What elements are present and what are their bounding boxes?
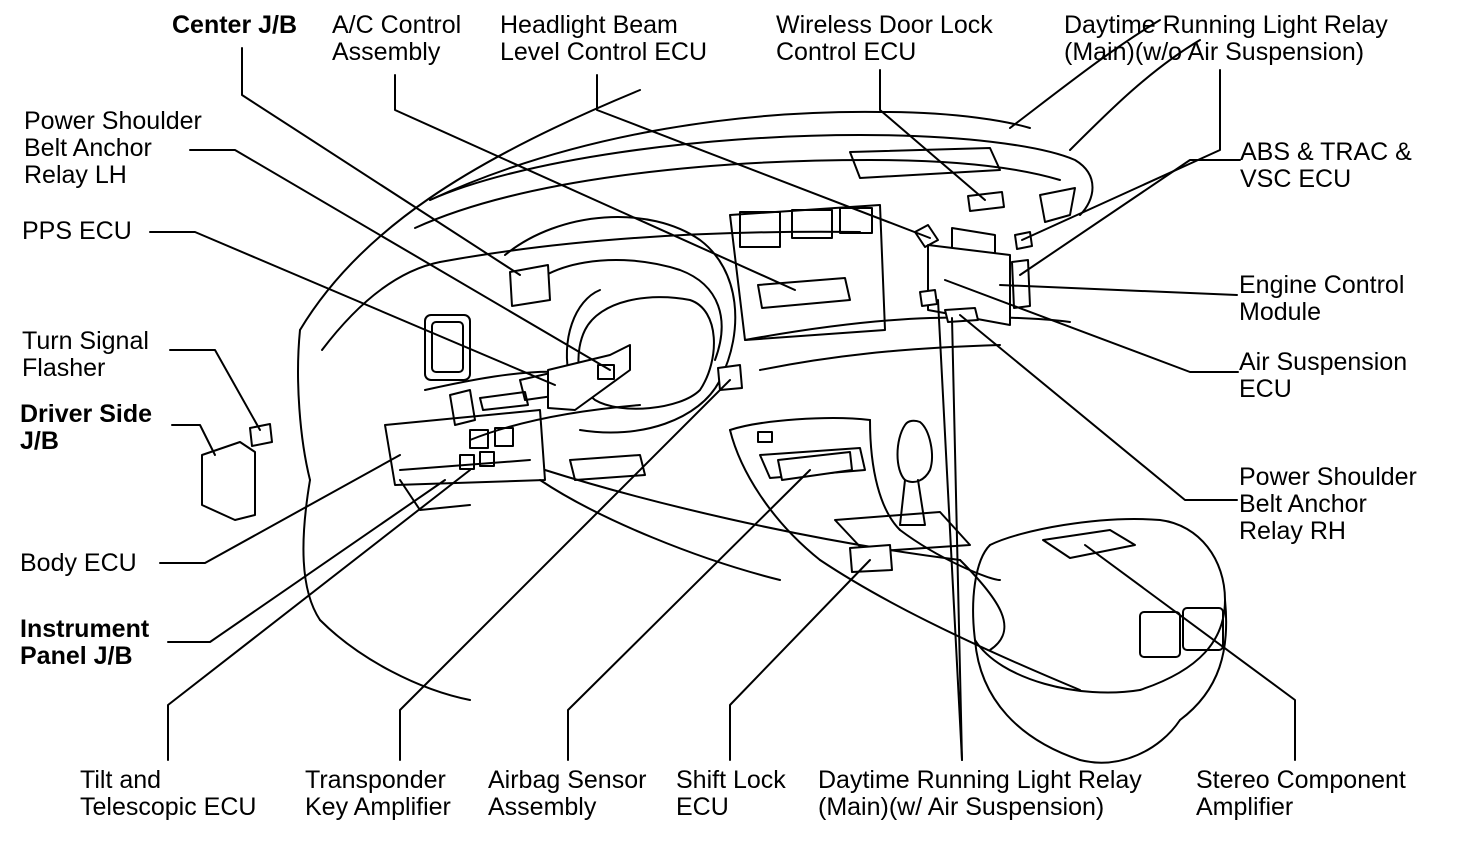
label-line: Flasher xyxy=(22,354,106,382)
label-ac-control-assembly: A/C Control Assembly xyxy=(332,12,461,66)
label-line: Air Suspension xyxy=(1239,348,1408,376)
label-line: PPS ECU xyxy=(22,217,132,245)
label-line: Assembly xyxy=(332,38,441,66)
label-line: Driver Side xyxy=(20,400,153,428)
label-line: Turn Signal xyxy=(22,327,149,355)
label-line: Engine Control xyxy=(1239,271,1405,299)
label-line: Telescopic ECU xyxy=(80,793,257,821)
label-wireless-door-lock-ecu: Wireless Door Lock Control ECU xyxy=(776,12,993,66)
label-line: Level Control ECU xyxy=(500,38,708,66)
label-drl-relay-wo-air: Daytime Running Light Relay (Main)(w/o A… xyxy=(1064,12,1388,66)
label-line: ECU xyxy=(1239,375,1292,403)
label-center-jb: Center J/B xyxy=(172,12,297,39)
label-line: Amplifier xyxy=(1196,793,1294,821)
label-line: Shift Lock xyxy=(676,766,786,794)
leader-lines xyxy=(149,47,1296,761)
label-line: Panel J/B xyxy=(20,642,133,670)
label-line: Airbag Sensor xyxy=(488,766,647,794)
label-line: Control ECU xyxy=(776,38,917,66)
label-turn-signal-flasher: Turn Signal Flasher xyxy=(22,328,149,382)
label-shift-lock-ecu: Shift Lock ECU xyxy=(676,767,786,821)
label-pps-ecu: PPS ECU xyxy=(22,218,132,245)
label-engine-control-module: Engine Control Module xyxy=(1239,272,1404,326)
label-line: Wireless Door Lock xyxy=(776,11,993,39)
label-line: Stereo Component xyxy=(1196,766,1406,794)
label-line: Relay RH xyxy=(1239,517,1346,545)
label-line: Belt Anchor xyxy=(1239,490,1367,518)
label-line: Power Shoulder xyxy=(1239,463,1417,491)
label-line: Daytime Running Light Relay xyxy=(1064,11,1388,39)
label-line: Instrument xyxy=(20,615,150,643)
label-line: Tilt and xyxy=(80,766,162,794)
label-line: Key Amplifier xyxy=(305,793,451,821)
label-line: Transponder xyxy=(305,766,446,794)
label-line: J/B xyxy=(20,427,59,455)
component-boxes xyxy=(201,191,1136,573)
label-instrument-panel-jb: Instrument Panel J/B xyxy=(20,616,149,670)
label-line: (Main)(w/o Air Suspension) xyxy=(1064,38,1365,66)
label-line: Relay LH xyxy=(24,161,127,189)
label-headlight-beam-ecu: Headlight Beam Level Control ECU xyxy=(500,12,707,66)
label-line: ABS & TRAC & xyxy=(1240,138,1412,166)
label-stereo-component-amplifier: Stereo Component Amplifier xyxy=(1196,767,1406,821)
label-psba-relay-rh: Power Shoulder Belt Anchor Relay RH xyxy=(1239,464,1417,545)
label-line: Headlight Beam xyxy=(500,11,678,39)
label-line: A/C Control xyxy=(332,11,462,39)
label-line: Daytime Running Light Relay xyxy=(818,766,1142,794)
label-line: Body ECU xyxy=(20,549,137,577)
label-driver-side-jb: Driver Side J/B xyxy=(20,401,152,455)
label-abs-trac-vsc-ecu: ABS & TRAC & VSC ECU xyxy=(1240,139,1412,193)
label-line: VSC ECU xyxy=(1240,165,1352,193)
label-center-jb-line1: Center J/B xyxy=(172,11,298,39)
label-line: Power Shoulder xyxy=(24,107,202,135)
dashboard-outline xyxy=(297,19,1228,764)
label-air-suspension-ecu: Air Suspension ECU xyxy=(1239,349,1407,403)
label-line: Module xyxy=(1239,298,1321,326)
label-psba-relay-lh: Power Shoulder Belt Anchor Relay LH xyxy=(24,108,202,189)
label-line: ECU xyxy=(676,793,729,821)
label-line: (Main)(w/ Air Suspension) xyxy=(818,793,1105,821)
label-line: Assembly xyxy=(488,793,597,821)
label-line: Belt Anchor xyxy=(24,134,152,162)
label-tilt-telescopic-ecu: Tilt and Telescopic ECU xyxy=(80,767,256,821)
label-body-ecu: Body ECU xyxy=(20,550,137,577)
label-drl-relay-w-air: Daytime Running Light Relay (Main)(w/ Ai… xyxy=(818,767,1142,821)
label-airbag-sensor-assembly: Airbag Sensor Assembly xyxy=(488,767,646,821)
label-transponder-key-amplifier: Transponder Key Amplifier xyxy=(305,767,451,821)
